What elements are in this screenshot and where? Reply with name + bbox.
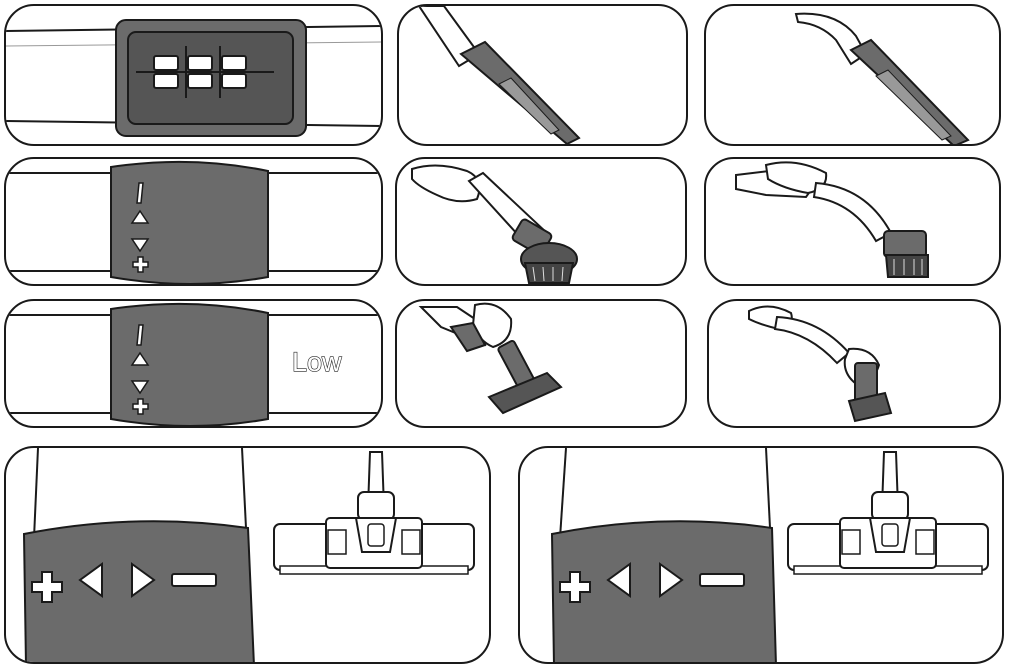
power-line-icon: [136, 182, 144, 204]
hand-icon: [411, 164, 481, 203]
plus-icon[interactable]: [31, 571, 63, 603]
panel-use-upholstery-nozzle: [707, 299, 1001, 428]
plus-icon: [132, 256, 149, 273]
panel-handle-symbols: [4, 157, 383, 286]
upholstery-nozzle-icon: [487, 339, 563, 415]
floor-nozzle-hard-floor-illustration: [550, 448, 989, 662]
floor-nozzle-icon: [787, 451, 989, 575]
panel-suction-slider: [4, 4, 383, 146]
left-triangle-icon[interactable]: [606, 562, 631, 598]
left-triangle-icon[interactable]: [78, 562, 103, 598]
crevice-tool-angled-illustration: [794, 12, 970, 144]
floor-nozzle-icon: [273, 451, 475, 575]
dusting-brush-icon: [883, 230, 929, 278]
up-triangle-icon: [130, 209, 150, 224]
handle-symbols-low-illustration: Low: [6, 302, 381, 426]
panel-floor-nozzle-hard-floor: [518, 446, 1004, 664]
slider-grille-icon[interactable]: [136, 46, 274, 98]
panel-use-dusting-brush: [704, 157, 1001, 286]
crevice-tool-illustration: [417, 6, 581, 144]
right-triangle-icon[interactable]: [659, 562, 684, 598]
upholstery-nozzle-icon: [847, 362, 893, 423]
attach-dusting-brush-illustration: [411, 164, 578, 284]
suction-slider-illustration: [6, 19, 381, 137]
down-triangle-icon: [130, 238, 150, 253]
panel-crevice-tool-angled: [704, 4, 1001, 146]
use-dusting-brush-illustration: [735, 161, 929, 278]
plus-icon: [132, 398, 149, 415]
attach-upholstery-nozzle-illustration: [418, 302, 563, 415]
panel-handle-symbols-low: Low: [4, 299, 383, 428]
up-triangle-icon: [130, 351, 150, 366]
down-triangle-icon: [130, 380, 150, 395]
panel-floor-nozzle-carpet: [4, 446, 491, 664]
panel-crevice-tool: [397, 4, 688, 146]
plus-icon[interactable]: [559, 571, 591, 603]
floor-nozzle-carpet-illustration: [22, 448, 475, 662]
minus-icon[interactable]: [171, 573, 217, 587]
use-upholstery-nozzle-illustration: [748, 305, 893, 423]
low-label: Low: [292, 347, 342, 377]
minus-icon[interactable]: [699, 573, 745, 587]
right-triangle-icon[interactable]: [131, 562, 156, 598]
panel-attach-dusting-brush: [395, 157, 687, 286]
power-line-icon: [136, 324, 144, 346]
dusting-brush-icon: [520, 242, 578, 284]
handle-symbols-illustration: [6, 160, 381, 284]
panel-attach-upholstery-nozzle: [395, 299, 687, 428]
